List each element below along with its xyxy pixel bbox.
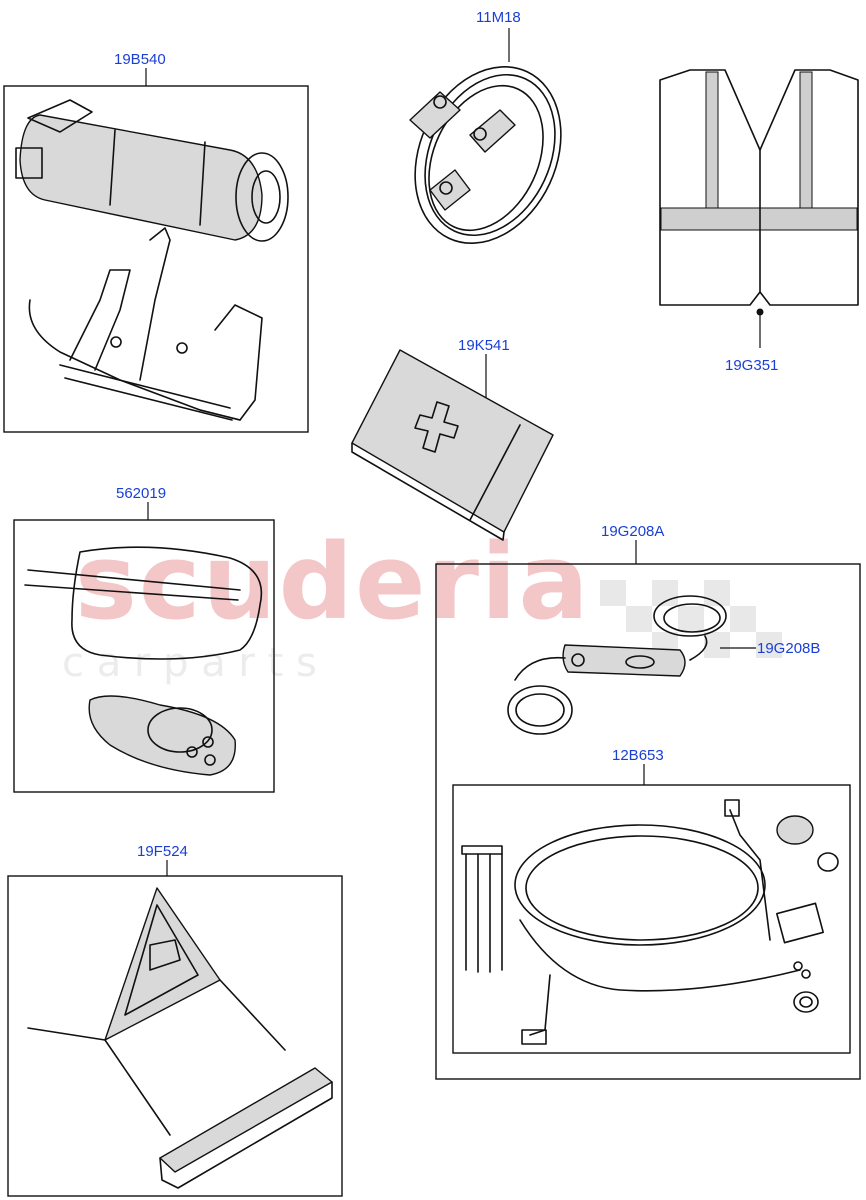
part-19F524: 19F524 xyxy=(7,843,343,1197)
label-19G208B[interactable]: 19G208B xyxy=(757,640,820,657)
sunshade-icon xyxy=(24,546,263,660)
remote-key-icon xyxy=(88,695,236,776)
part-562019: 562019 xyxy=(13,485,275,793)
watermark-flag-icon xyxy=(600,580,782,658)
warning-triangle-icon xyxy=(27,887,333,1189)
part-19G351: 19G351 xyxy=(659,69,859,374)
part-19B540: 19B540 xyxy=(3,51,309,433)
label-11M18[interactable]: 11M18 xyxy=(476,9,521,26)
label-19B540[interactable]: 19B540 xyxy=(114,51,166,68)
fire-extinguisher-icon xyxy=(15,99,289,421)
label-19F524[interactable]: 19F524 xyxy=(137,843,188,860)
part-19G208A: 19G208A 19G208B 12B653 xyxy=(435,523,861,1080)
watermark-subtext: c a r p a r t s xyxy=(62,640,317,686)
label-19K541[interactable]: 19K541 xyxy=(458,337,510,354)
part-19K541: 19K541 xyxy=(351,337,554,541)
label-19G351[interactable]: 19G351 xyxy=(725,357,778,374)
label-19G208A[interactable]: 19G208A xyxy=(601,523,664,540)
first-aid-kit-icon xyxy=(351,349,554,541)
safety-vest-icon xyxy=(659,69,859,306)
charger-cable-icon xyxy=(507,595,727,735)
label-562019[interactable]: 562019 xyxy=(116,485,166,502)
jump-leads-icon xyxy=(409,66,562,244)
label-12B653[interactable]: 12B653 xyxy=(612,747,664,764)
part-11M18: 11M18 xyxy=(409,9,562,244)
wiring-kit-icon xyxy=(461,799,839,1045)
